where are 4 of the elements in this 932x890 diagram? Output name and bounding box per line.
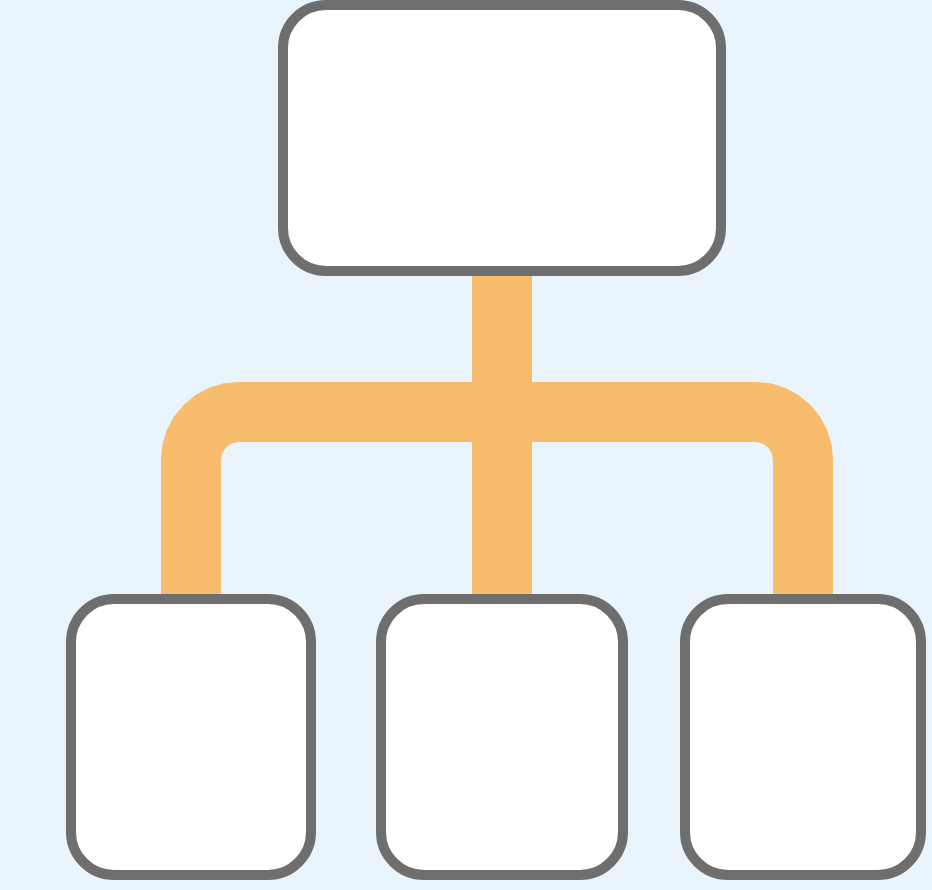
- empty-box: [680, 594, 926, 880]
- empty-box: [278, 0, 726, 276]
- empty-box: [66, 594, 316, 880]
- empty-box: [376, 594, 628, 880]
